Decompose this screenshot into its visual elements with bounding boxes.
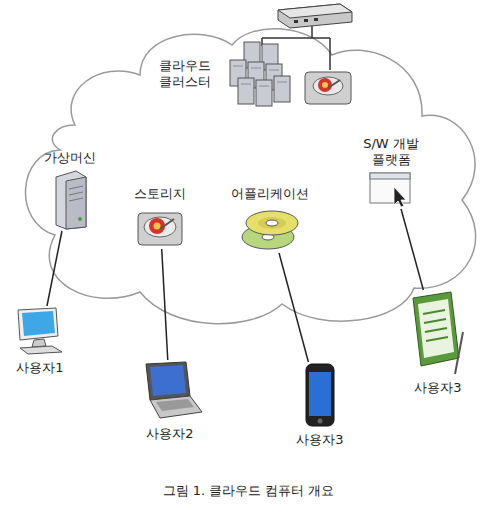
storage-node: 스토리지 xyxy=(122,186,198,249)
node-label: S/W 개발 플랫폼 xyxy=(345,136,437,168)
router-device xyxy=(262,4,352,70)
node-label: 사용자3 xyxy=(398,380,478,396)
node-label: 사용자3 xyxy=(285,432,355,448)
user-node: 사용자3 xyxy=(398,290,478,396)
user-node: 사용자2 xyxy=(130,360,210,442)
laptop-icon xyxy=(136,360,204,422)
tablet-icon xyxy=(407,290,469,376)
node-label: 사용자2 xyxy=(130,426,210,442)
application-node: 어플리케이션 xyxy=(222,186,318,253)
window-icon xyxy=(368,171,414,209)
user-node: 사용자3 xyxy=(285,362,355,448)
node-label: 가상머신 xyxy=(32,150,108,166)
node-label: 어플리케이션 xyxy=(222,186,318,202)
node-label: 클라우드 클러스터 xyxy=(150,58,220,90)
platform-node: S/W 개발 플랫폼 xyxy=(345,136,437,209)
server-icon xyxy=(50,169,90,231)
node-label: 스토리지 xyxy=(122,186,198,202)
cluster-node: 클라우드 클러스터 xyxy=(150,40,300,108)
discs-icon xyxy=(238,205,302,253)
virtual-machine-node: 가상머신 xyxy=(32,150,108,231)
connector-line xyxy=(47,231,62,306)
connector-line xyxy=(279,253,308,362)
cluster-disk xyxy=(305,72,351,104)
monitor-icon xyxy=(14,306,66,356)
connector-line xyxy=(401,209,423,290)
cluster-icon xyxy=(224,40,296,108)
disk-icon xyxy=(136,205,184,249)
connector-line xyxy=(162,249,168,360)
user-node: 사용자1 xyxy=(5,306,75,376)
cloud-outline xyxy=(25,29,475,324)
node-label: 사용자1 xyxy=(5,360,75,376)
figure-caption: 그림 1. 클라우드 컴퓨터 개요 xyxy=(0,482,497,500)
phone-icon xyxy=(300,362,340,428)
